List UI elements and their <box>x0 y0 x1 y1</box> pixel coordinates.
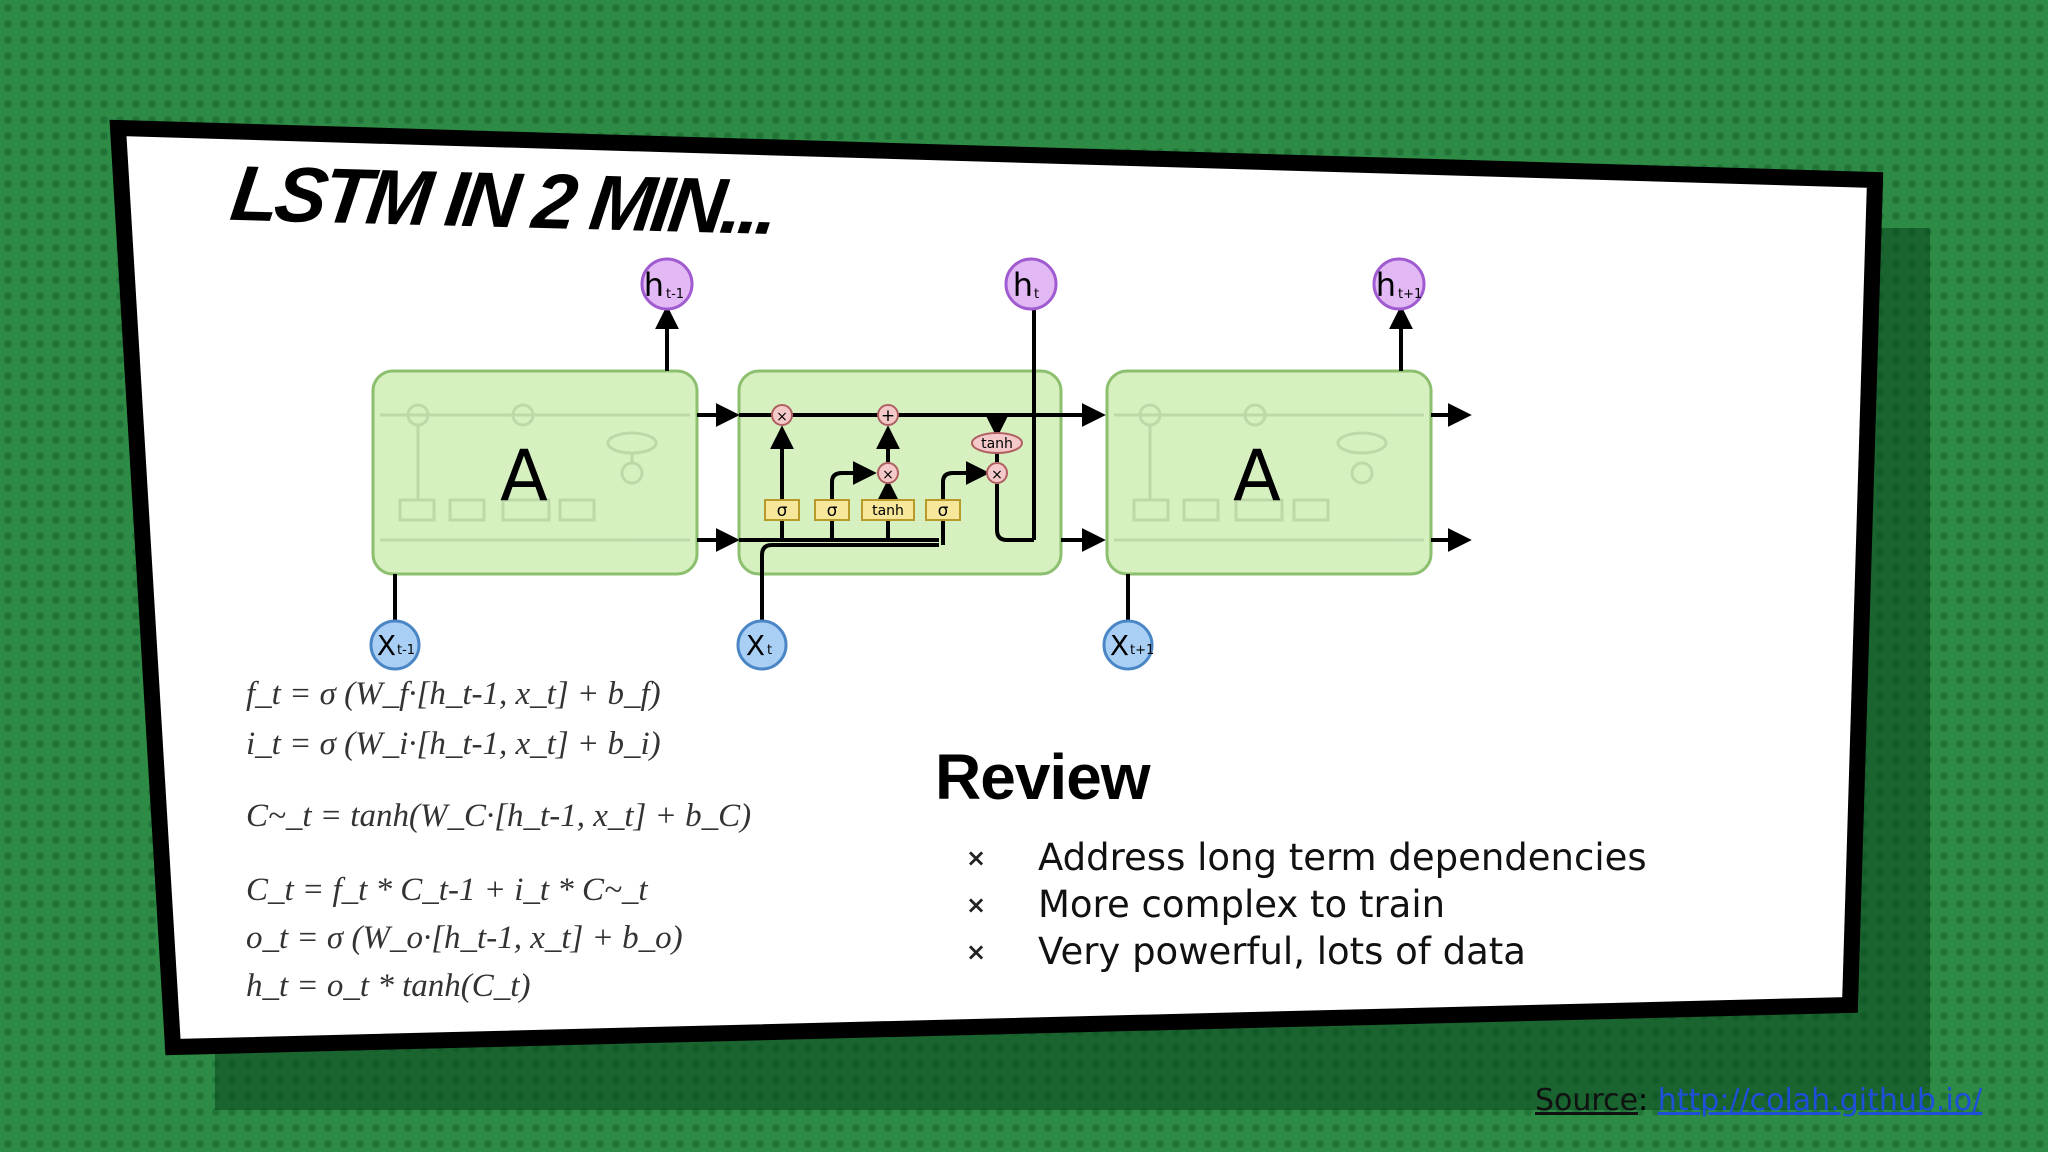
cell-middle-box <box>737 369 1063 576</box>
hidden-node-next: h t+1 <box>1372 257 1426 311</box>
svg-text:σ: σ <box>777 501 788 521</box>
op-tanh: tanh <box>971 432 1023 454</box>
input-nodes: X t-1 X t X t+1 <box>369 619 1154 671</box>
gates: σ σ tanh σ <box>764 499 961 521</box>
source-credit: Source: http://colah.github.io/ <box>1535 1083 1982 1118</box>
cell-left-label: A <box>500 435 548 517</box>
review-item-text: Very powerful, lots of data <box>1038 930 1526 973</box>
svg-text:h: h <box>644 266 664 304</box>
svg-text:tanh: tanh <box>872 503 904 519</box>
svg-text:×: × <box>991 467 1003 483</box>
svg-text:t+1: t+1 <box>1130 643 1154 658</box>
bullet-x-icon: × <box>966 844 987 872</box>
hidden-node-current: h t <box>1004 257 1058 311</box>
equation-input: i_t = σ (W_i·[h_t-1, x_t] + b_i) <box>246 726 661 762</box>
source-link[interactable]: http://colah.github.io/ <box>1657 1083 1983 1118</box>
hidden-nodes: h t-1 h t h t+1 <box>640 257 1426 311</box>
svg-text:σ: σ <box>938 501 949 521</box>
source-label: Source <box>1535 1083 1639 1118</box>
bullet-x-icon: × <box>966 891 987 919</box>
svg-text:×: × <box>882 467 894 483</box>
svg-text:×: × <box>776 409 788 425</box>
chain-arrows <box>393 305 1472 622</box>
equation-forget: f_t = σ (W_f·[h_t-1, x_t] + b_f) <box>246 676 661 712</box>
equation-candidate: C~_t = tanh(W_C·[h_t-1, x_t] + b_C) <box>246 798 752 834</box>
cell-right-box <box>1105 369 1433 576</box>
svg-text:X: X <box>377 629 396 662</box>
gate-input: σ <box>814 499 850 521</box>
pointwise-ops: × + × tanh × <box>771 404 1023 484</box>
source-separator: : <box>1638 1083 1658 1118</box>
svg-text:t: t <box>1034 287 1039 302</box>
svg-text:h: h <box>1376 266 1396 304</box>
input-node-next: X t+1 <box>1102 619 1154 671</box>
op-output-multiply: × <box>986 462 1008 484</box>
svg-text:X: X <box>746 629 765 662</box>
svg-text:t+1: t+1 <box>1398 287 1422 302</box>
equation-cell: C_t = f_t * C_t-1 + i_t * C~_t <box>246 872 648 908</box>
equation-hidden: h_t = o_t * tanh(C_t) <box>246 968 531 1004</box>
gate-output: σ <box>925 499 961 521</box>
svg-text:t-1: t-1 <box>666 287 684 302</box>
review-item-text: Address long term dependencies <box>1038 836 1647 879</box>
cell-right: A <box>1105 369 1433 576</box>
svg-text:t-1: t-1 <box>397 643 415 658</box>
op-add: + <box>877 404 899 426</box>
cell-right-label: A <box>1233 435 1281 517</box>
gate-candidate: tanh <box>861 499 915 521</box>
svg-text:X: X <box>1110 629 1129 662</box>
cell-left-box <box>371 369 699 576</box>
op-input-multiply: × <box>877 462 899 484</box>
review-heading: Review <box>935 741 1151 813</box>
review-item-text: More complex to train <box>1038 883 1446 926</box>
equation-output: o_t = σ (W_o·[h_t-1, x_t] + b_o) <box>246 920 683 956</box>
cell-middle <box>737 369 1063 576</box>
gate-forget: σ <box>764 499 800 521</box>
input-node-prev: X t-1 <box>369 619 421 671</box>
hidden-node-prev: h t-1 <box>640 257 694 311</box>
svg-text:tanh: tanh <box>981 436 1013 452</box>
svg-text:σ: σ <box>827 501 838 521</box>
input-node-current: X t <box>736 619 788 671</box>
op-forget-multiply: × <box>771 404 793 426</box>
svg-text:+: + <box>881 406 895 426</box>
cell-left: A <box>371 369 699 576</box>
bullet-x-icon: × <box>966 938 987 966</box>
svg-text:t: t <box>767 643 772 658</box>
svg-text:h: h <box>1013 266 1033 304</box>
